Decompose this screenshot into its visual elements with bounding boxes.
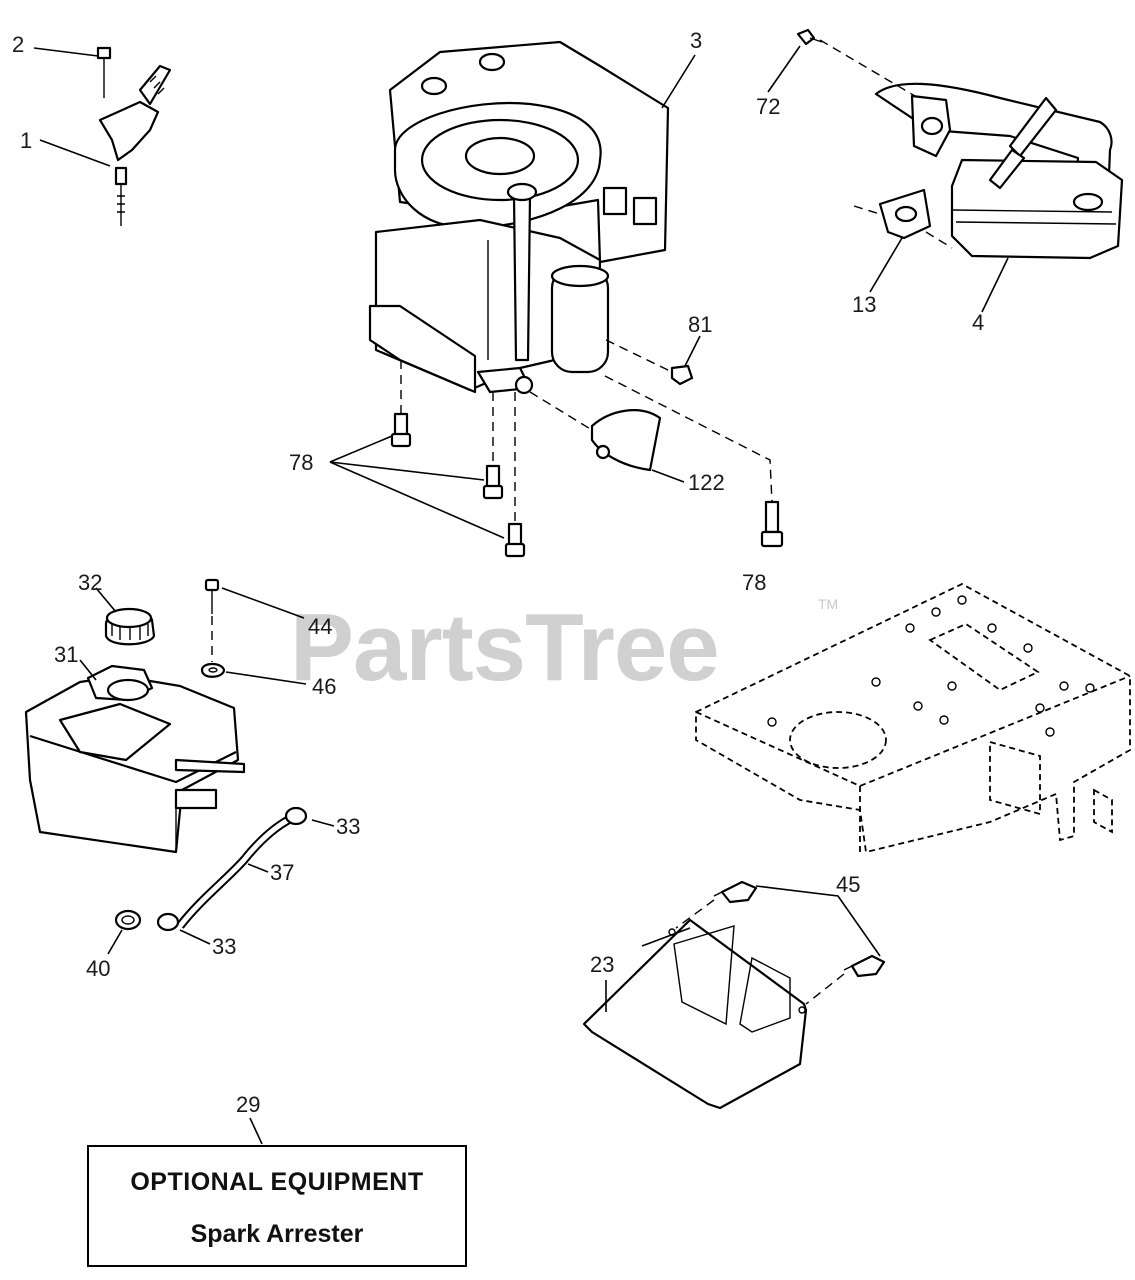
callout-33-top: 33 (336, 814, 360, 839)
callout-31: 31 (54, 642, 78, 667)
callout-44: 44 (308, 614, 332, 639)
gasket-part[interactable] (878, 188, 932, 240)
callout-23: 23 (590, 952, 614, 977)
hose-clamp-part[interactable] (156, 806, 308, 932)
fuel-line-part[interactable] (176, 813, 295, 929)
optional-equipment-title: OPTIONAL EQUIPMENT (130, 1168, 423, 1196)
exhaust-bolt-part[interactable] (796, 28, 823, 46)
callout-46: 46 (312, 674, 336, 699)
spark-arrester-label: Spark Arrester (191, 1220, 364, 1248)
callout-1: 1 (20, 128, 32, 153)
callout-37: 37 (270, 860, 294, 885)
watermark-trademark: TM (818, 596, 838, 612)
nut-part[interactable] (670, 364, 694, 386)
throttle-bracket-part[interactable] (96, 46, 172, 226)
fuel-tank-part[interactable] (24, 664, 246, 854)
tank-bolt-part[interactable] (200, 578, 226, 678)
fuel-cap-part[interactable] (104, 607, 156, 646)
chassis-frame (695, 582, 1131, 854)
shield-bolt-part[interactable] (713, 880, 886, 978)
callout-3: 3 (690, 28, 702, 53)
callout-122: 122 (688, 470, 725, 495)
shield-part[interactable] (590, 409, 662, 472)
callout-32: 32 (78, 570, 102, 595)
heat-shield-part[interactable] (582, 918, 808, 1110)
optional-equipment-box (87, 1145, 467, 1267)
engine-part[interactable] (368, 40, 670, 395)
watermark-brand: PartsTree (290, 594, 719, 701)
engine-bolt-part[interactable] (390, 412, 784, 558)
callout-29: 29 (236, 1092, 260, 1117)
callout-45: 45 (836, 872, 860, 897)
callout-13: 13 (852, 292, 876, 317)
callout-2: 2 (12, 32, 24, 57)
callout-81: 81 (688, 312, 712, 337)
callout-78-right: 78 (742, 570, 766, 595)
grommet-part[interactable] (114, 909, 142, 931)
callout-40: 40 (86, 956, 110, 981)
muffler-part[interactable] (874, 82, 1124, 260)
callout-78-left: 78 (289, 450, 313, 475)
callout-72: 72 (756, 94, 780, 119)
callout-4: 4 (972, 310, 984, 335)
callout-33-bottom: 33 (212, 934, 236, 959)
